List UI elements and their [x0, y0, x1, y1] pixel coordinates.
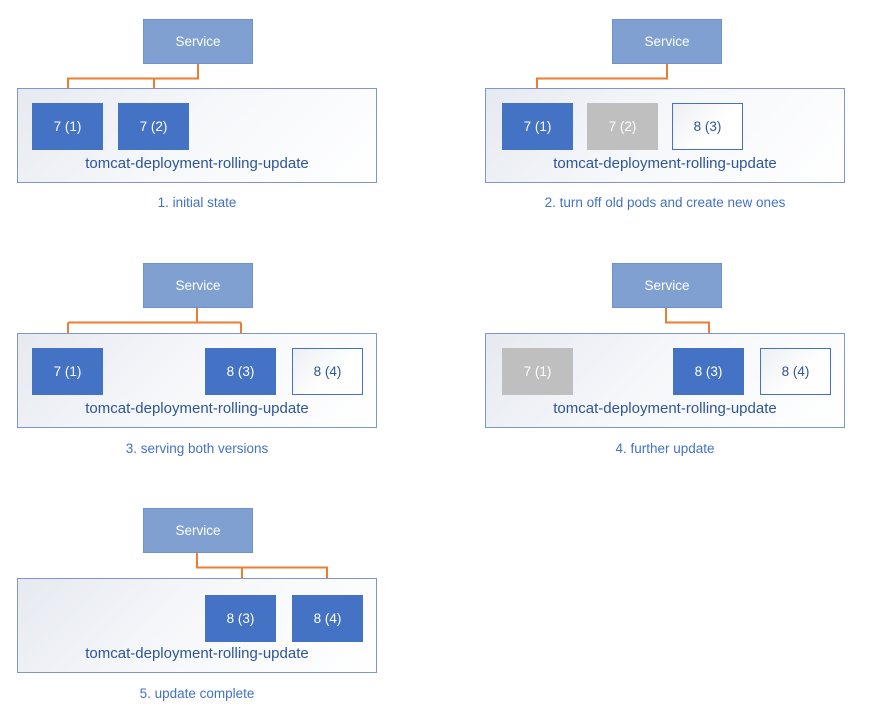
stage-caption: 1. initial state: [157, 195, 237, 210]
service-box: Service: [143, 508, 253, 553]
deployment-name: tomcat-deployment-rolling-update: [85, 400, 309, 417]
deployment-name: tomcat-deployment-rolling-update: [553, 155, 777, 172]
pod-8-4: 8 (4): [292, 348, 363, 395]
pod-8-3: 8 (3): [673, 348, 744, 395]
service-box: Service: [143, 263, 253, 308]
deployment-name: tomcat-deployment-rolling-update: [85, 645, 309, 662]
stage-caption: 5. update complete: [139, 686, 255, 701]
pod-7-2: 7 (2): [587, 103, 658, 150]
pod-8-3: 8 (3): [672, 103, 743, 150]
pod-7-1: 7 (1): [32, 103, 103, 150]
pod-8-4: 8 (4): [760, 348, 831, 395]
pod-8-4: 8 (4): [292, 595, 363, 642]
stage-caption: 4. further update: [615, 441, 715, 456]
deployment-name: tomcat-deployment-rolling-update: [85, 155, 309, 172]
pod-7-1: 7 (1): [502, 348, 573, 395]
stage-caption: 2. turn off old pods and create new ones: [544, 195, 786, 210]
service-box: Service: [612, 263, 722, 308]
pod-7-1: 7 (1): [502, 103, 573, 150]
pod-8-3: 8 (3): [205, 348, 276, 395]
pod-7-2: 7 (2): [118, 103, 189, 150]
stage-caption: 3. serving both versions: [125, 441, 269, 456]
pod-8-3: 8 (3): [205, 595, 276, 642]
service-box: Service: [143, 19, 253, 64]
pod-7-1: 7 (1): [32, 348, 103, 395]
deployment-name: tomcat-deployment-rolling-update: [553, 400, 777, 417]
service-box: Service: [612, 19, 722, 64]
